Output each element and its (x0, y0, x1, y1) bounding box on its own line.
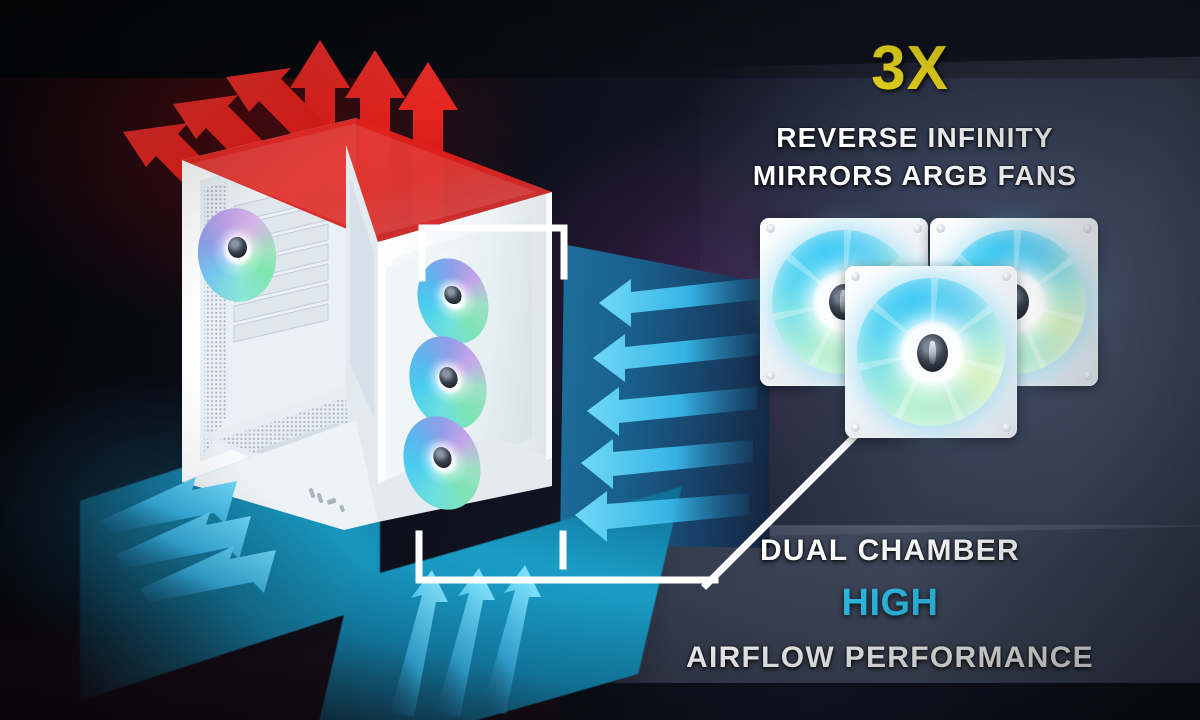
background-vignette (0, 0, 1200, 720)
marketing-banner: 3X REVERSE INFINITY MIRRORS ARGB FANS DU… (0, 0, 1200, 720)
